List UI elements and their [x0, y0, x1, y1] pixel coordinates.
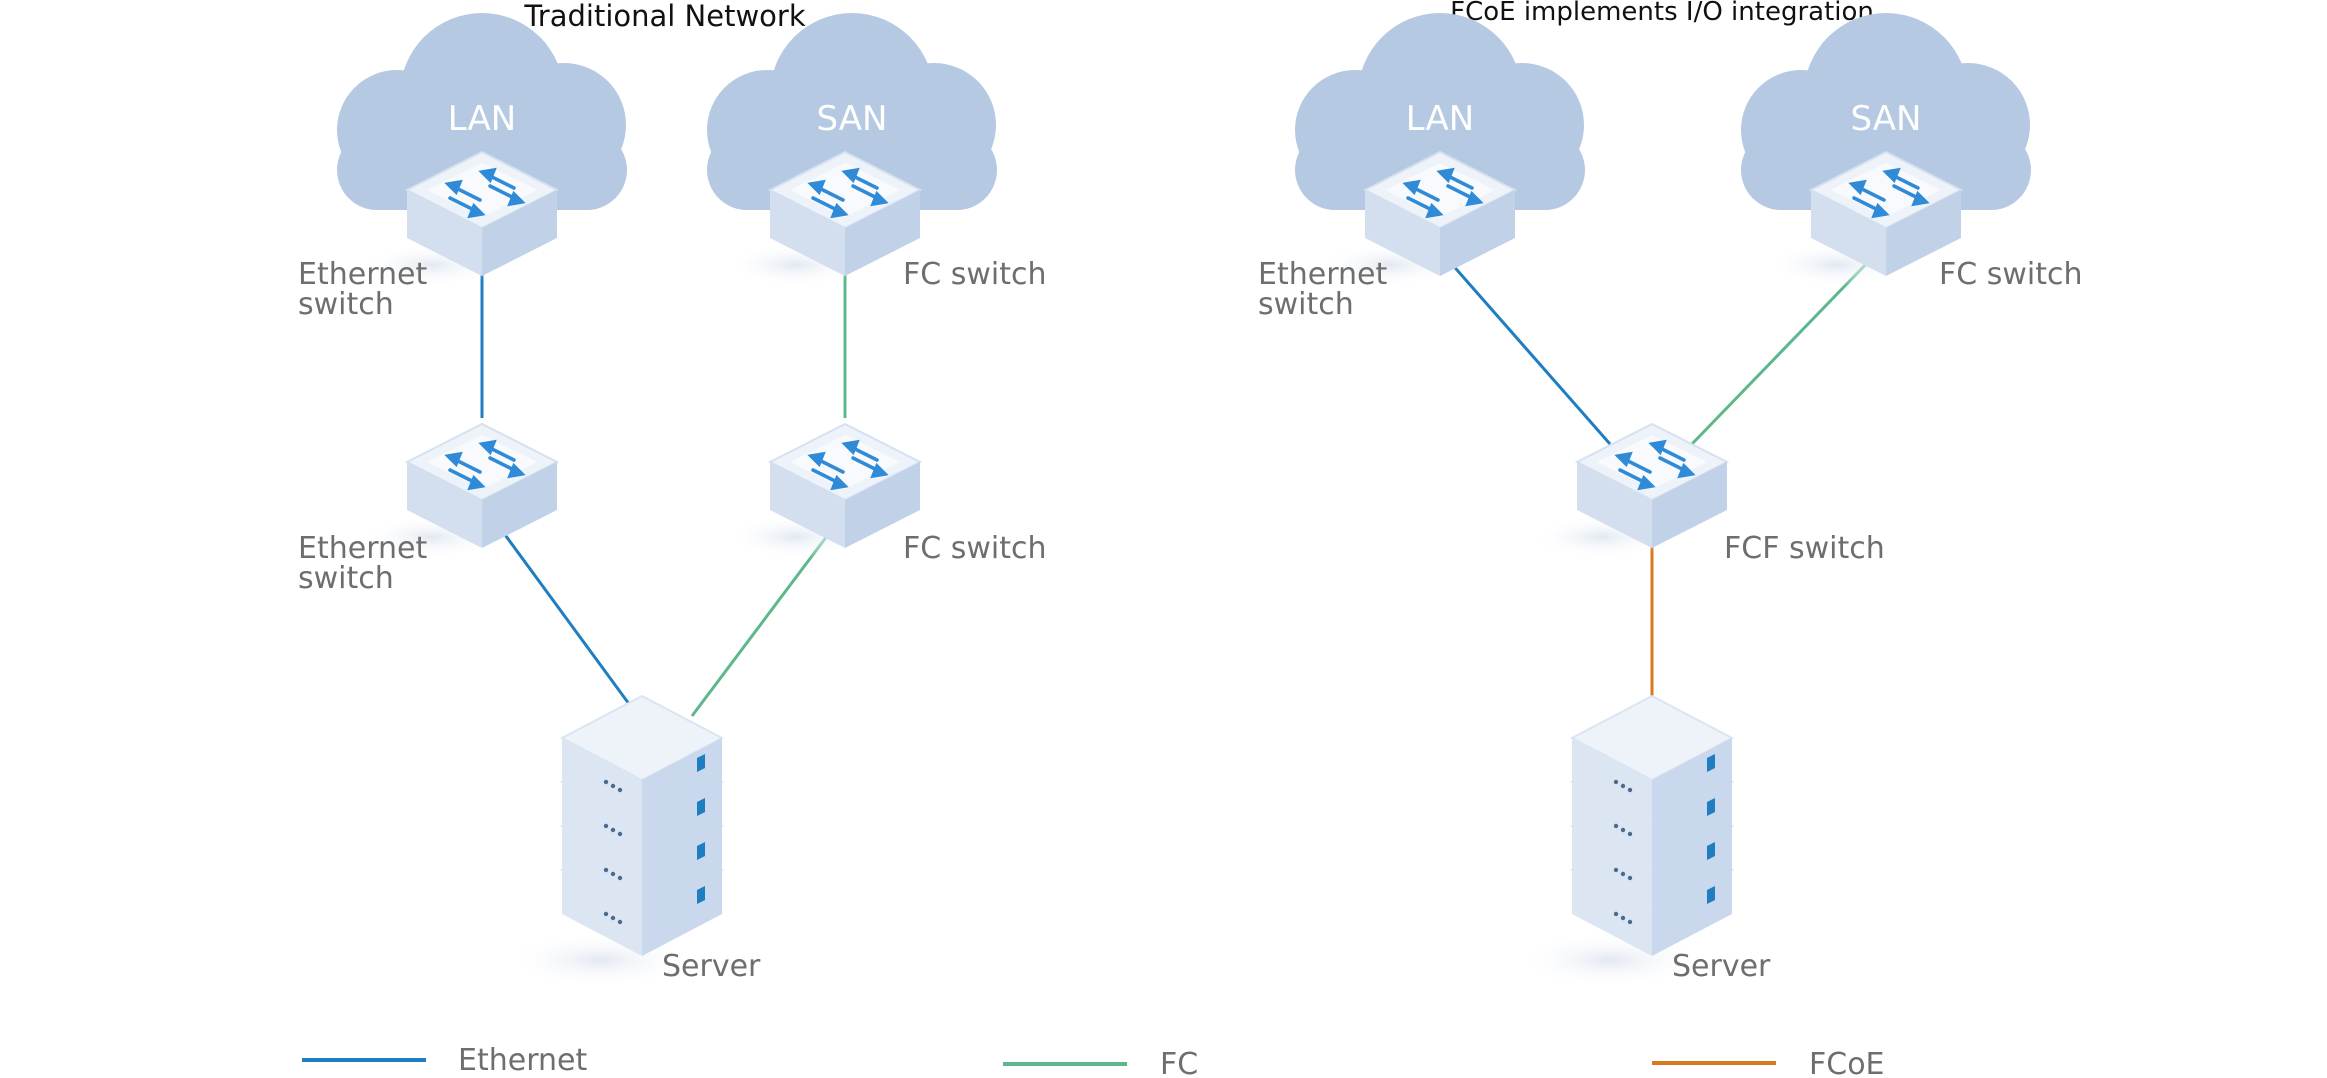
- label-ethernet-switch-right: Ethernet switch: [1258, 257, 1397, 322]
- lan-cloud-label: LAN: [448, 99, 516, 139]
- server-icon: [1515, 695, 1733, 988]
- fcf-switch-icon: [1530, 422, 1729, 561]
- fc-switch-icon: [723, 422, 922, 561]
- legend-label-fc: FC: [1160, 1047, 1198, 1078]
- link-fc-fcf: [1690, 260, 1870, 446]
- label-server-right: Server: [1672, 949, 1771, 984]
- legend-label-fcoe: FCoE: [1809, 1047, 1885, 1078]
- label-server-left: Server: [662, 949, 761, 984]
- san-cloud-label: SAN: [1851, 99, 1922, 139]
- san-cloud-label: SAN: [817, 99, 888, 139]
- server-icon: [505, 695, 723, 988]
- link-fc-mid-server: [690, 531, 832, 717]
- label-fc-switch-top: FC switch: [903, 257, 1047, 292]
- link-ethernet-fcf: [1448, 261, 1612, 445]
- legend: Ethernet FC FCoE: [302, 1043, 1885, 1078]
- legend-label-ethernet: Ethernet: [458, 1043, 587, 1078]
- label-fc-switch-mid: FC switch: [903, 531, 1047, 566]
- label-ethernet-switch-top: Ethernet switch: [298, 257, 437, 322]
- title-traditional-network: Traditional Network: [523, 0, 805, 33]
- label-fc-switch-right: FC switch: [1939, 257, 2083, 292]
- link-ethernet-mid-server: [501, 531, 634, 709]
- label-ethernet-switch-mid: Ethernet switch: [298, 531, 437, 596]
- title-fcoe: FCoE implements I/O integration: [1450, 0, 1874, 27]
- label-fcf-switch: FCF switch: [1724, 531, 1885, 566]
- lan-cloud-label: LAN: [1406, 99, 1474, 139]
